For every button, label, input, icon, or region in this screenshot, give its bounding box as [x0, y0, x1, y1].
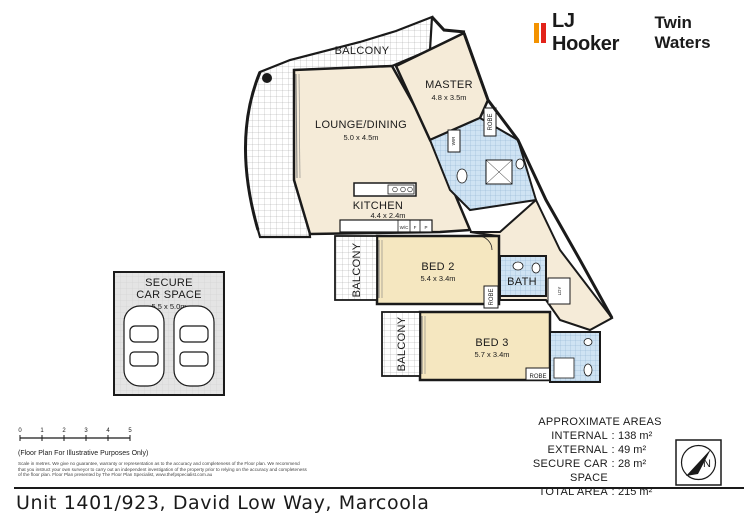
- lj-hooker-logo-icon: [534, 23, 546, 43]
- compass-letter: N: [703, 458, 711, 470]
- brand-office: Twin Waters: [654, 13, 711, 52]
- car-space-subtitle: CAR SPACE: [136, 289, 201, 301]
- balcony-bed2: [334, 235, 378, 301]
- master-dim: 4.8 x 3.5m: [431, 93, 466, 102]
- bath-room: [499, 255, 547, 297]
- bath-toilet-icon: [531, 262, 541, 274]
- toilet-icon: [456, 168, 468, 184]
- balcony-top-label: BALCONY: [335, 45, 390, 57]
- robe-bed2-label: ROBE: [489, 288, 495, 305]
- ldy-label: LDY: [557, 287, 562, 296]
- balcony-bed3: [381, 311, 421, 377]
- areas-title: APPROXIMATE AREAS: [538, 416, 662, 428]
- scale-tick-1: 1: [40, 428, 44, 434]
- kitchen-bench: [339, 219, 433, 233]
- compass-icon: N: [675, 439, 722, 486]
- scale-tick-0: 0: [18, 428, 22, 434]
- robe-master: [483, 107, 497, 137]
- wir-master: [447, 129, 461, 153]
- balcony-bed3-label: BALCONY: [396, 316, 408, 371]
- area-name: SECURE CAR SPACE: [532, 458, 608, 484]
- balcony-bed2-label: BALCONY: [351, 242, 363, 297]
- bath-basin-icon: [512, 261, 524, 271]
- brand-name: LJ Hooker: [552, 10, 620, 55]
- approximate-areas-table: APPROXIMATE AREAS INTERNAL: 138 m² EXTER…: [505, 415, 675, 499]
- area-value: 138 m²: [618, 430, 653, 442]
- robe-master-label: ROBE: [488, 113, 494, 130]
- footer-divider: [14, 487, 744, 489]
- lounge-label: LOUNGE/DINING: [315, 119, 407, 131]
- lounge-dim: 5.0 x 4.5m: [343, 133, 378, 142]
- bath-label: BATH: [507, 276, 537, 288]
- kitchen-dim: 4.4 x 2.4m: [370, 211, 405, 220]
- master-label: MASTER: [425, 79, 473, 91]
- area-name: EXTERNAL: [547, 444, 608, 456]
- area-name: TOTAL AREA: [538, 486, 608, 498]
- bed3-shower-icon: [553, 357, 575, 379]
- kitchen-label: KITCHEN: [353, 200, 403, 212]
- bed3-label: BED 3: [475, 337, 508, 349]
- lounge-dining-area: [292, 64, 472, 236]
- scale-tick-5: 5: [128, 428, 132, 434]
- area-value: 49 m²: [618, 444, 647, 456]
- brand-logo: LJ Hooker Twin Waters: [534, 10, 750, 56]
- bbq-icon: [262, 73, 272, 83]
- bed3-dim: 5.7 x 3.4m: [474, 350, 509, 359]
- laundry-label-f: F: [414, 225, 417, 230]
- laundry-label-wc: W/C: [400, 225, 409, 230]
- car-space-title: SECURE: [145, 277, 193, 289]
- area-row: TOTAL AREA: 215 m²: [505, 485, 675, 499]
- area-value: 215 m²: [618, 486, 653, 498]
- area-row: SECURE CAR SPACE: 28 m²: [505, 457, 675, 485]
- disclaimer: (Floor Plan For Illustrative Purposes On…: [18, 450, 308, 478]
- robe-bed3-label: ROBE: [529, 374, 546, 380]
- area-row: EXTERNAL: 49 m²: [505, 443, 675, 457]
- scale-tick-2: 2: [62, 428, 66, 434]
- area-value: 28 m²: [618, 458, 647, 470]
- laundry-cupboard: [547, 277, 571, 305]
- car-icon: [173, 305, 215, 387]
- scale-bar: 0 1 2 3 4 5: [18, 428, 132, 441]
- scale-tick-3: 3: [84, 428, 88, 434]
- basin-icon: [515, 158, 525, 170]
- car-icon: [123, 305, 165, 387]
- area-row: INTERNAL: 138 m²: [505, 429, 675, 443]
- area-name: INTERNAL: [551, 430, 608, 442]
- disclaimer-body: Scale in metres. We give no guarantee, w…: [18, 461, 307, 478]
- wir-label: WIR: [451, 136, 456, 145]
- robe-bed2: [483, 285, 499, 309]
- car-space-dim: 5.5 x 5.0m: [151, 302, 186, 311]
- scale-tick-4: 4: [106, 428, 110, 434]
- property-address: Unit 1401/923, David Low Way, Marcoola: [16, 492, 430, 514]
- laundry-label-p: P: [424, 225, 427, 230]
- bed3-toilet-icon: [583, 363, 593, 377]
- bed2-dim: 5.4 x 3.4m: [420, 274, 455, 283]
- bed2-label: BED 2: [421, 261, 454, 273]
- disclaimer-heading: (Floor Plan For Illustrative Purposes On…: [18, 450, 149, 457]
